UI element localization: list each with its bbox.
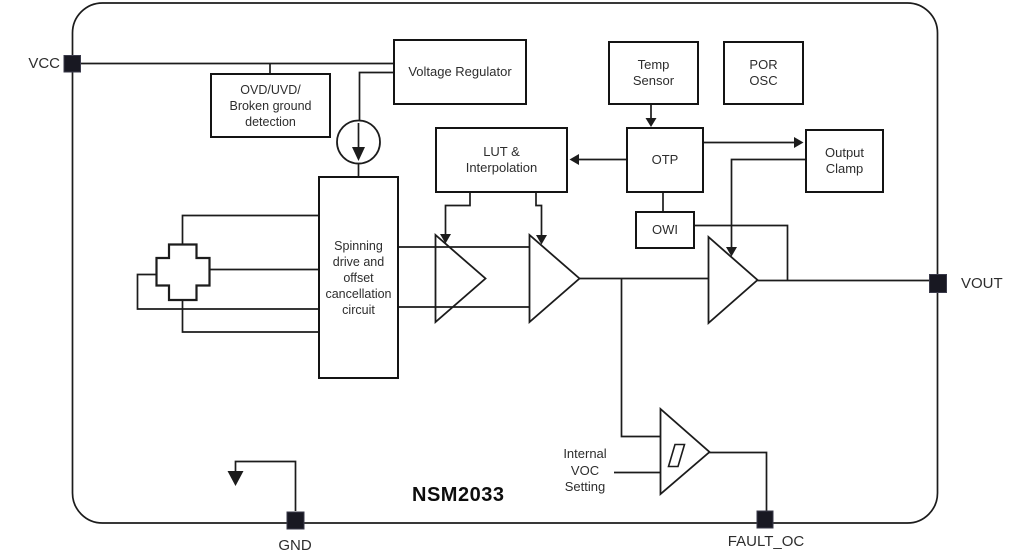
amplifier-1-icon <box>434 233 487 324</box>
block-por-osc: POR OSC <box>723 41 804 105</box>
block-label: cancellation <box>325 286 392 301</box>
hysteresis-icon <box>667 443 686 468</box>
block-label: Sensor <box>632 73 675 88</box>
annotation-line: Internal <box>563 446 607 461</box>
block-owi: OWI <box>635 211 695 249</box>
comparator-branch-wire <box>620 278 660 438</box>
hall-element-icon <box>155 243 211 302</box>
fault-oc-pin-label: FAULT_OC <box>727 533 805 550</box>
block-label: circuit <box>342 302 375 317</box>
block-label: Output <box>824 145 865 160</box>
owi-to-output-wire <box>695 224 789 281</box>
hall-wire-bottom <box>181 299 318 333</box>
block-label: POR <box>749 57 778 72</box>
block-label: OWI <box>652 222 678 237</box>
chip-outline <box>71 2 939 524</box>
part-number-label: NSM2033 <box>412 484 505 506</box>
block-label: Clamp <box>825 161 864 176</box>
hall-wire-top <box>181 214 318 245</box>
annotation-line: VOC <box>570 462 600 478</box>
vcc-pin-label: VCC <box>28 55 60 72</box>
fault-oc-pin <box>756 510 774 529</box>
block-spinning-drive: Spinning drive and offset cancellation c… <box>318 176 399 379</box>
block-label: offset <box>343 270 374 285</box>
block-label: LUT & <box>483 144 520 159</box>
amplifier-2-icon <box>528 233 581 324</box>
block-label: Voltage Regulator <box>408 64 512 79</box>
output-amplifier-icon <box>707 235 759 325</box>
block-otp: OTP <box>626 127 704 193</box>
vcc-pin <box>63 55 81 73</box>
lut-to-amp1-arrow <box>440 193 471 244</box>
regulator-to-source-wire <box>358 71 394 121</box>
block-label: detection <box>245 114 296 129</box>
comparator-output-wire <box>709 451 768 511</box>
block-label: drive and <box>332 254 385 269</box>
block-label: OVD/UVD/ <box>240 82 301 97</box>
vout-pin-label: VOUT <box>961 275 1003 292</box>
block-label: Broken ground <box>229 98 312 113</box>
block-temp-sensor: Temp Sensor <box>608 41 699 105</box>
gnd-pin <box>286 511 305 530</box>
block-ovd-uvd: OVD/UVD/ Broken ground detection <box>210 73 331 138</box>
gnd-pin-label: GND <box>278 537 312 554</box>
block-voltage-regulator: Voltage Regulator <box>393 39 527 105</box>
annotation-line: Setting <box>564 479 606 494</box>
block-lut-interpolation: LUT & Interpolation <box>435 127 568 193</box>
ground-arrow-icon <box>227 460 297 511</box>
block-label: Temp <box>637 57 670 72</box>
block-label: OTP <box>651 152 679 167</box>
internal-voc-annotation: Internal VOC Setting <box>545 446 625 496</box>
otp-to-clamp-arrow <box>704 137 804 148</box>
vout-pin <box>929 274 947 293</box>
clamp-to-outamp-arrow <box>726 158 805 257</box>
otp-to-lut-arrow <box>569 154 626 165</box>
comparator-icon <box>659 407 711 496</box>
block-output-clamp: Output Clamp <box>805 129 884 193</box>
temp-to-otp-arrow <box>645 105 657 127</box>
block-label: Spinning <box>334 238 383 253</box>
current-source-icon <box>336 119 381 165</box>
lut-to-amp2-arrow <box>535 193 547 245</box>
hall-wire-left <box>136 273 318 310</box>
block-label: OSC <box>749 73 778 88</box>
block-label: Interpolation <box>465 160 538 175</box>
